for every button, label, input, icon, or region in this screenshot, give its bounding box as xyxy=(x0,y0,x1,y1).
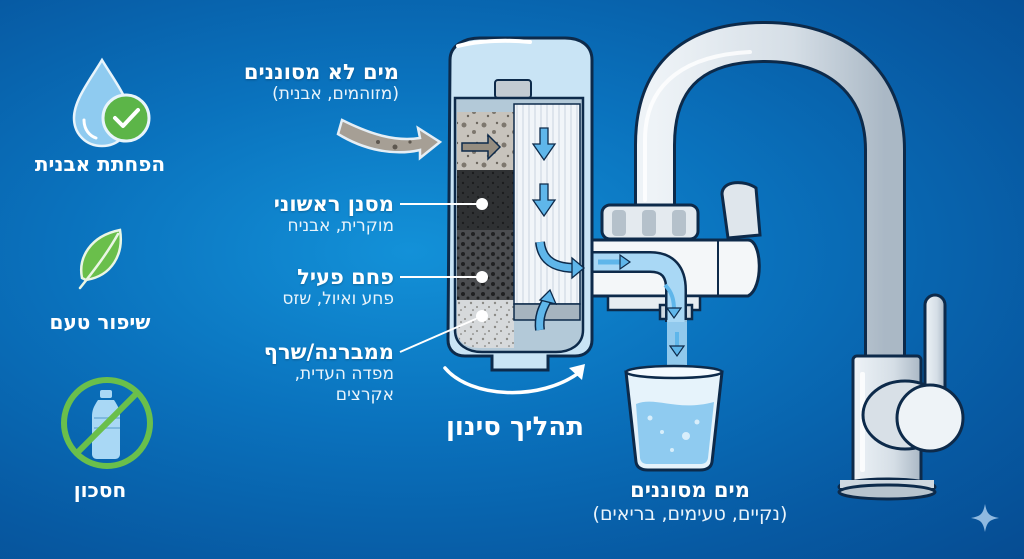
output-sub: (נקיים, טעימים, בריאים) xyxy=(592,503,788,525)
faucet xyxy=(634,20,965,501)
stage-carbon-sub: פחע ואיול, שזס xyxy=(282,289,394,309)
stage-membrane-title: ממברנה/שרף xyxy=(263,340,394,364)
stage-carbon-label: פחם פעיל פחע ואיול, שזס xyxy=(194,265,394,310)
process-cycle-arrow xyxy=(443,364,585,395)
sparkle-icon xyxy=(971,504,999,532)
output-title: מים מסוננים xyxy=(630,478,750,502)
output-label: מים מסוננים (נקיים, טעימים, בריאים) xyxy=(560,478,820,526)
stage-input-label: מים לא מסוננים (מזוהמים, אבנית) xyxy=(179,60,399,105)
process-label: תהליך סינון xyxy=(445,412,585,442)
water-drop-check-icon xyxy=(72,57,151,148)
filter-cartridge xyxy=(446,36,594,372)
no-plastic-bottle-icon xyxy=(61,377,153,469)
benefit-label-savings: חסכון xyxy=(73,478,127,502)
benefit-label-taste: שיפור טעם xyxy=(49,310,151,334)
stage-prefilter-label: מסנן ראשוני מוקרית, אבניח xyxy=(194,192,394,237)
stage-input-sub: (מזוהמים, אבנית) xyxy=(272,84,399,104)
stage-membrane-sub-line1: מפדה העדית, xyxy=(294,364,394,384)
stage-input-title: מים לא מסוננים xyxy=(243,60,399,84)
stage-prefilter-sub: מוקרית, אבניח xyxy=(287,216,394,236)
glass-of-water xyxy=(624,364,724,472)
stage-membrane-sub-line2: אקרצים xyxy=(335,385,394,405)
stage-prefilter-title: מסנן ראשוני xyxy=(273,192,394,216)
stage-carbon-title: פחם פעיל xyxy=(297,265,394,289)
leader-lines xyxy=(399,203,479,353)
benefit-label-scale-reduction: הפחתת אבנית xyxy=(34,152,166,176)
stage-membrane-label: ממברנה/שרף מפדה העדית, אקרצים xyxy=(194,340,394,406)
leaf-icon xyxy=(78,228,122,290)
dirty-water-inlet-arrow xyxy=(336,118,443,161)
